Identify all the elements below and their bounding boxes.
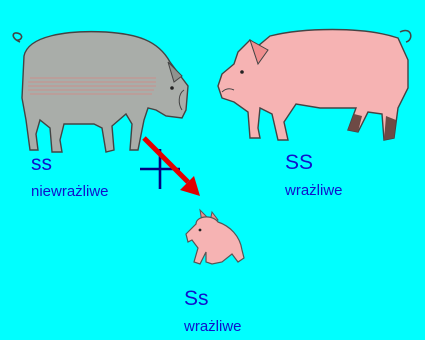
offspring-phenotype: wrażliwe xyxy=(184,318,242,335)
parent-left-phenotype: niewrażliwe xyxy=(31,183,109,200)
parent-left-genotype: ss xyxy=(31,152,52,176)
parent-right-phenotype: wrażliwe xyxy=(285,182,343,199)
parent-right-genotype: SS xyxy=(285,151,313,175)
arrow-icon xyxy=(136,132,216,212)
piglet-icon xyxy=(182,204,252,270)
offspring-genotype: Ss xyxy=(184,287,209,311)
pink-pig-icon xyxy=(212,16,422,152)
